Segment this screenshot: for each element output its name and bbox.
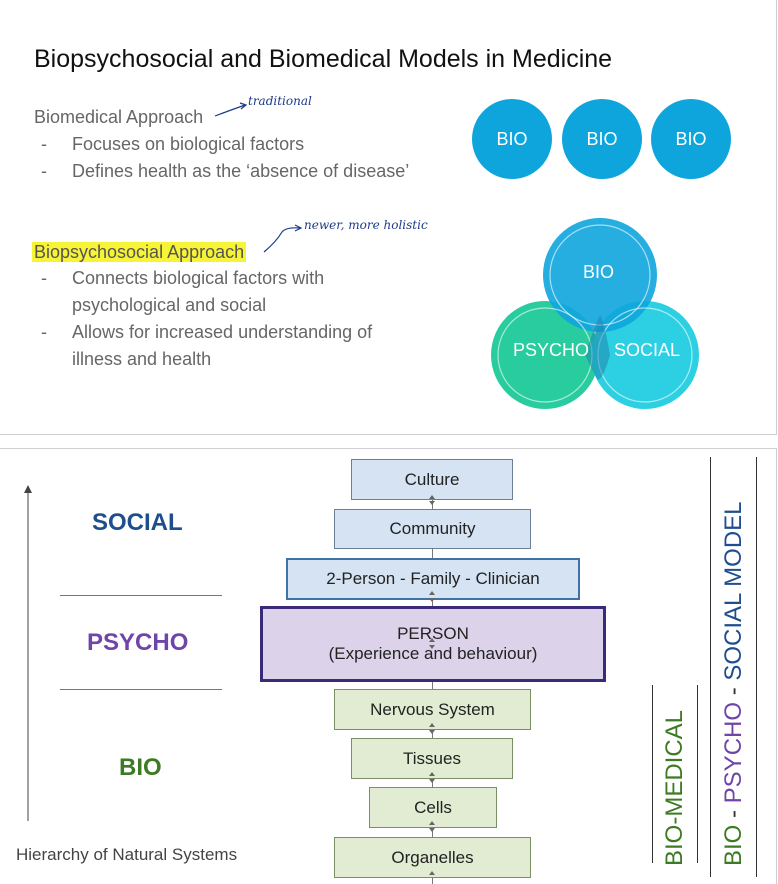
venn-diagram (491, 218, 699, 409)
box-organelles: Organelles (334, 837, 531, 878)
slide-title: Biopsychosocial and Biomedical Models in… (34, 45, 613, 73)
bps-social-word: SOCIAL MODEL (720, 501, 747, 681)
biomedical-annotation: traditional (248, 94, 312, 108)
connector-line (432, 489, 433, 884)
box-culture: Culture (351, 459, 513, 500)
level-social: SOCIAL (92, 509, 183, 536)
bio-circle-3: BIO (651, 99, 731, 179)
bps-bullet-1-line-1: Connects biological factors with (72, 268, 325, 288)
separator: - (720, 803, 747, 825)
double-arrow-icons (429, 495, 435, 875)
bps-bullet-2-line-2: illness and health (72, 349, 212, 369)
annotation-arrow-icon (214, 102, 248, 117)
biopsychosocial-heading: Biopsychosocial Approach (32, 242, 247, 263)
bps-bullet-1-line-2: psychological and social (72, 295, 267, 315)
bullet-dash: - (41, 268, 47, 288)
bullet-dash: - (41, 134, 47, 154)
person-subtitle: (Experience and behaviour) (328, 644, 538, 663)
level-bio: BIO (119, 754, 162, 781)
venn-bio-label: BIO (583, 262, 615, 282)
divider (60, 595, 222, 596)
bps-bio-word: BIO (720, 824, 747, 866)
highlighted-heading: Biopsychosocial Approach (32, 242, 247, 262)
biomedical-heading: Biomedical Approach (34, 107, 204, 127)
biomedical-bullet-1: Focuses on biological factors (72, 134, 305, 154)
hierarchy-label: Hierarchy of Natural Systems (16, 845, 238, 864)
bracket-line (710, 457, 711, 877)
biomedical-vertical-label: BIO-MEDICAL (661, 709, 688, 866)
upward-arrow-icon (24, 485, 32, 821)
bracket-line (756, 457, 757, 877)
biomedical-bullet-2: Defines health as the ‘absence of diseas… (72, 161, 410, 181)
box-nervous-system: Nervous System (334, 689, 531, 730)
bps-model-vertical-label: BIO - PSYCHO - SOCIAL MODEL (720, 501, 748, 866)
bps-bullet-2-line-1: Allows for increased understanding of (72, 322, 373, 342)
bio-circle-2: BIO (562, 99, 642, 179)
person-title: PERSON (397, 624, 469, 643)
box-community: Community (334, 509, 531, 549)
hierarchy-slide: SOCIAL PSYCHO BIO Hierarchy of Natural S… (0, 448, 777, 884)
level-psycho: PSYCHO (87, 629, 189, 656)
bio-circle-1: BIO (472, 99, 552, 179)
biopsychosocial-slide: Biopsychosocial and Biomedical Models in… (0, 0, 777, 435)
venn-social-label: SOCIAL (614, 340, 681, 360)
venn-psycho-label: PSYCHO (513, 340, 590, 360)
bullet-dash: - (41, 161, 47, 181)
biopsychosocial-annotation: newer, more holistic (304, 218, 428, 232)
annotation-arrow-icon (263, 224, 303, 253)
bullet-dash: - (41, 322, 47, 342)
box-cells: Cells (369, 787, 497, 828)
bps-psycho-word: PSYCHO (720, 701, 747, 804)
divider (60, 689, 222, 690)
box-person: PERSON (Experience and behaviour) (260, 606, 606, 682)
bracket-line (697, 685, 698, 863)
bracket-line (652, 685, 653, 863)
separator: - (720, 680, 747, 702)
